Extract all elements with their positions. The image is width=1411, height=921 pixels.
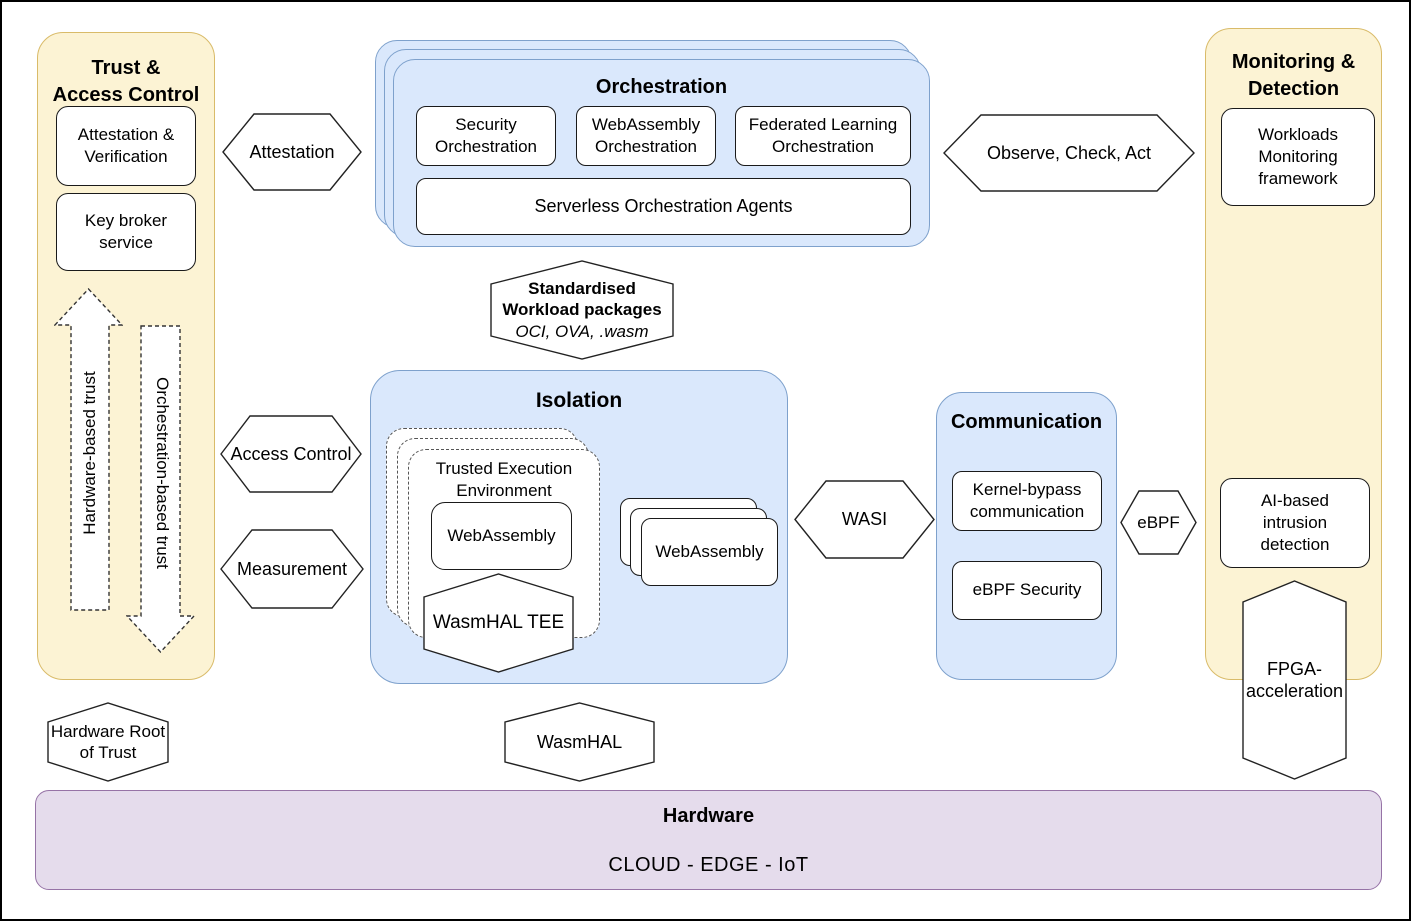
orchestration-title: Orchestration: [595, 76, 728, 98]
key-broker-service-box: Key broker service: [56, 193, 196, 271]
tee-label: Trusted Execution Environment: [435, 459, 573, 501]
security-orchestration-box: Security Orchestration: [416, 106, 556, 166]
up-arrow-shape: [53, 287, 124, 611]
orchestration-trust-down-arrow: [125, 325, 196, 654]
standardised-workload-hexagon-label: Standardised Workload packages OCI, OVA,…: [490, 260, 674, 360]
orchestration-stack: Orchestration Security Orchestration Web…: [375, 40, 930, 248]
hexagon-shape: [220, 529, 364, 609]
orchestration-trust-arrow-label: Orchestration-based trust: [153, 377, 172, 569]
monitoring-panel-title: Monitoring & Detection: [1231, 51, 1356, 100]
hexagon-shape: [1242, 580, 1347, 780]
hexagon-shape: [1120, 490, 1197, 555]
tee-webassembly-box: WebAssembly: [431, 502, 572, 570]
measurement-hexagon: Measurement: [220, 529, 364, 609]
hardware-root-of-trust-hexagon-label: Hardware Root of Trust: [50, 721, 166, 762]
wasmhal-tee-hexagon-label: WasmHAL TEE: [432, 612, 565, 634]
monitoring-detection-panel: Monitoring & Detection Workloads Monitor…: [1205, 28, 1382, 680]
wasmhal-hexagon: WasmHAL: [504, 702, 655, 782]
hexagon-shape: [794, 480, 935, 559]
wasmhal-hexagon-label: WasmHAL: [536, 731, 623, 752]
hexagon-shape: [47, 702, 169, 782]
hexagon-shape: [504, 702, 655, 782]
hardware-title: Hardware: [662, 805, 755, 827]
standardised-workload-bold-text: Standardised Workload packages: [502, 279, 662, 320]
hexagon-shape: [220, 415, 362, 493]
workloads-monitoring-framework-box: Workloads Monitoring framework: [1221, 108, 1375, 206]
isolation-panel: Isolation Trusted Execution Environment …: [370, 370, 788, 684]
attestation-hexagon: Attestation: [222, 113, 362, 191]
communication-panel: Communication Kernel-bypass communicatio…: [936, 392, 1117, 680]
hardware-trust-arrow-label: Hardware-based trust: [80, 371, 99, 535]
hexagon-shape: [423, 573, 574, 673]
measurement-hexagon-label: Measurement: [236, 558, 348, 579]
isolation-title: Isolation: [535, 389, 623, 412]
ai-intrusion-detection-box: AI-based intrusion detection: [1220, 478, 1370, 568]
trust-access-control-panel: Trust & Access Control Attestation & Ver…: [37, 32, 215, 680]
observe-check-act-hexagon-label: Observe, Check, Act: [986, 142, 1152, 163]
hardware-panel: Hardware CLOUD - EDGE - IoT: [35, 790, 1382, 890]
hexagon-shape: [943, 114, 1195, 192]
fpga-acceleration-hexagon-label: FPGA- acceleration: [1245, 658, 1344, 702]
attestation-hexagon-label: Attestation: [249, 141, 335, 162]
communication-title: Communication: [950, 411, 1103, 433]
wasmhal-tee-hexagon: WasmHAL TEE: [423, 573, 574, 673]
ebpf-security-box: eBPF Security: [952, 561, 1102, 620]
webassembly-orchestration-box: WebAssembly Orchestration: [576, 106, 716, 166]
orchestration-panel: Orchestration Security Orchestration Web…: [393, 59, 930, 247]
fpga-acceleration-hexagon: FPGA- acceleration: [1242, 580, 1347, 780]
hexagon-shape: [222, 113, 362, 191]
serverless-orchestration-agents-box: Serverless Orchestration Agents: [416, 178, 911, 235]
attestation-verification-box: Attestation & Verification: [56, 106, 196, 186]
wasi-hexagon: WASI: [794, 480, 935, 559]
access-control-hexagon: Access Control: [220, 415, 362, 493]
trust-panel-title: Trust & Access Control: [52, 57, 200, 106]
webassembly-stack: WebAssembly: [620, 498, 780, 588]
hardware-subtitle: CLOUD - EDGE - IoT: [608, 854, 809, 876]
access-control-hexagon-label: Access Control: [230, 443, 352, 464]
federated-learning-orchestration-box: Federated Learning Orchestration: [735, 106, 911, 166]
down-arrow-shape: [125, 325, 196, 654]
ebpf-hexagon: eBPF: [1120, 490, 1197, 555]
wasi-hexagon-label: WASI: [841, 509, 888, 530]
standardised-workload-formats-text: OCI, OVA, .wasm: [515, 321, 649, 341]
tee-box: Trusted Execution Environment WebAssembl…: [408, 449, 600, 638]
hardware-root-of-trust-hexagon: Hardware Root of Trust: [47, 702, 169, 782]
observe-check-act-hexagon: Observe, Check, Act: [943, 114, 1195, 192]
ebpf-hexagon-label: eBPF: [1137, 512, 1180, 532]
hardware-trust-up-arrow: [53, 287, 124, 611]
webassembly-stack-box: WebAssembly: [641, 518, 778, 586]
kernel-bypass-communication-box: Kernel-bypass communication: [952, 471, 1102, 531]
standardised-workload-hexagon: Standardised Workload packages OCI, OVA,…: [490, 260, 674, 360]
hexagon-shape: [490, 260, 674, 360]
